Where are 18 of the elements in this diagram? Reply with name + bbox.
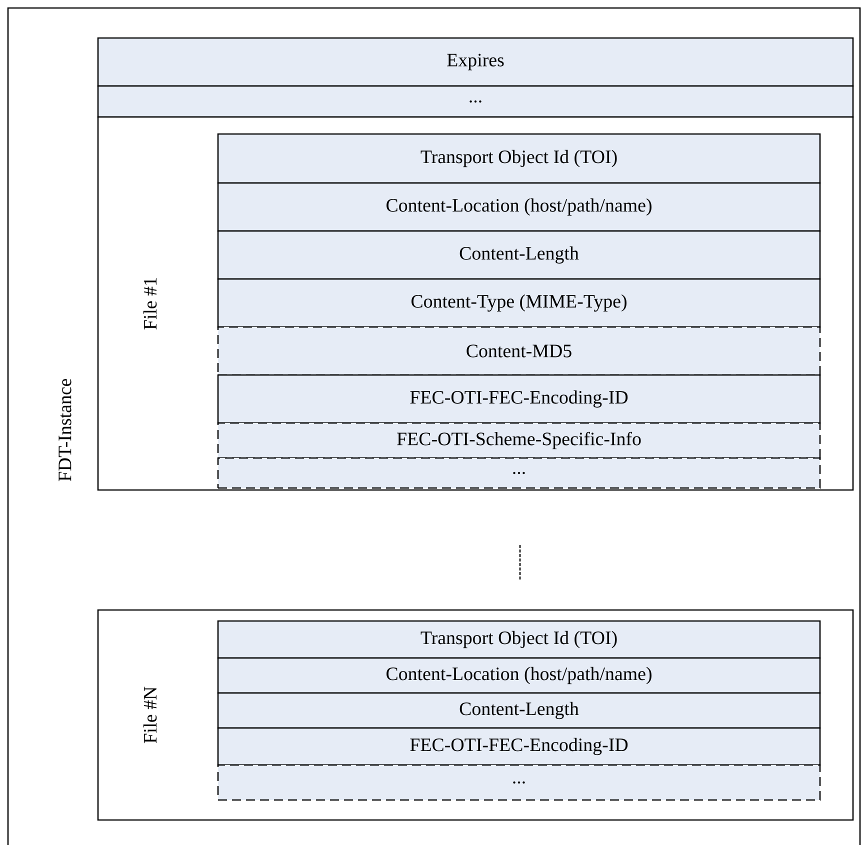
field-row: Expires xyxy=(97,37,854,87)
field-row: Content-MD5 xyxy=(217,326,821,376)
rotated-label: File #N xyxy=(143,686,157,744)
field-row: Transport Object Id (TOI) xyxy=(217,620,821,659)
field-row: Content-Location (host/path/name) xyxy=(217,657,821,694)
field-row: FEC-OTI-FEC-Encoding-ID xyxy=(217,727,821,766)
field-row: FEC-OTI-FEC-Encoding-ID xyxy=(217,374,821,424)
field-row: Content-Length xyxy=(217,692,821,729)
field-row: ... xyxy=(97,85,854,118)
field-row: Content-Type (MIME-Type) xyxy=(217,278,821,328)
field-row: Transport Object Id (TOI) xyxy=(217,133,821,184)
field-row: ... xyxy=(217,764,821,801)
field-row: Content-Location (host/path/name) xyxy=(217,182,821,232)
field-row: Content-Length xyxy=(217,230,821,280)
rotated-label: File #1 xyxy=(143,278,157,330)
field-row: FEC-OTI-Scheme-Specific-Info xyxy=(217,422,821,459)
field-row: ... xyxy=(217,457,821,489)
rotated-label: FDT-Instance xyxy=(58,378,72,482)
